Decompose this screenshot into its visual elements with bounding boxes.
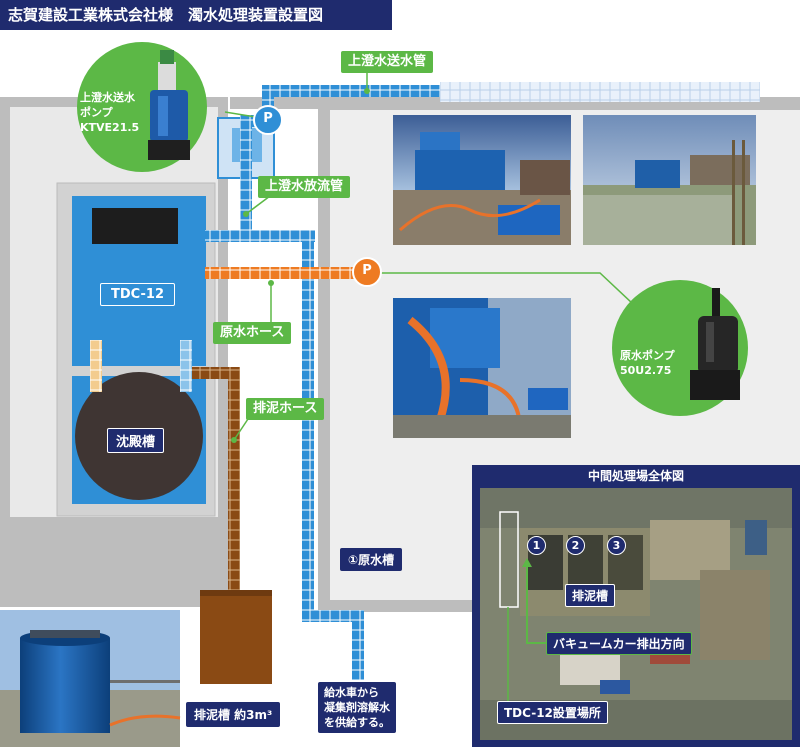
supply-pump-p-text: P [263, 111, 273, 126]
raw-water-hose [205, 267, 363, 279]
sludge-tank-label: 排泥槽 約3m³ [186, 702, 281, 727]
supply-pump-label-line1: 上澄水送水 [80, 91, 135, 104]
inset-tdc-location-label: TDC-12設置場所 [497, 701, 608, 724]
water-supply-note-line3: を供給する。 [324, 716, 390, 729]
inset-title: 中間処理場全体図 [587, 469, 684, 483]
supply-pipe-pale-section [440, 82, 760, 102]
supply-pump-label-line2: ポンプ [80, 106, 113, 119]
supply-pump-label: 上澄水送水 ポンプ KTVE21.5 [80, 90, 139, 135]
photo-sludge-tank [0, 610, 181, 747]
inset-vacuum-direction-label: バキュームカー排出方向 [546, 632, 692, 655]
raw-water-tank-label: ①原水槽 [340, 548, 403, 571]
raw-pump-p-text: P [362, 263, 372, 278]
supply-pump-icon [148, 50, 190, 160]
tdc-12-label: TDC-12 [100, 283, 175, 306]
raw-pump-icon [690, 288, 740, 400]
raw-pump-label-line2: 50U2.75 [620, 364, 672, 377]
inset-number-2: 2 [566, 536, 585, 555]
inset-number-3: 3 [607, 536, 626, 555]
sludge-hose [192, 367, 236, 379]
page-title: 志賀建設工業株式会社様 濁水処理装置設置図 [0, 0, 392, 30]
raw-hose-label: 原水ホース [213, 322, 292, 344]
photo-treatment-unit [393, 115, 571, 245]
photo-pond [583, 115, 756, 245]
supply-pump-label-line3: KTVE21.5 [80, 121, 140, 134]
photo-unit-closeup [393, 298, 571, 438]
inset-aerial-photo [480, 488, 792, 740]
water-supply-note-line2: 凝集剤溶解水 [324, 701, 390, 714]
sludge-hose-label: 排泥ホース [246, 398, 325, 420]
supply-pipe-label: 上澄水送水管 [341, 51, 434, 73]
inset-sludge-tank-label: 排泥槽 [565, 584, 616, 607]
raw-pump-label: 原水ポンプ 50U2.75 [620, 348, 675, 378]
discharge-pipe-label: 上澄水放流管 [258, 176, 351, 198]
water-supply-note: 給水車から 凝集剤溶解水 を供給する。 [318, 682, 396, 733]
water-supply-note-line1: 給水車から [324, 686, 379, 699]
sludge-tank [200, 590, 272, 684]
settling-tank-label: 沈殿槽 [107, 428, 165, 453]
tdc-location-marker [499, 511, 519, 608]
inset-number-1: 1 [527, 536, 546, 555]
supply-pump-marker [253, 105, 283, 135]
tdc-control-panel [92, 208, 178, 244]
raw-pump-label-line1: 原水ポンプ [620, 349, 675, 362]
raw-pump-marker [352, 257, 382, 287]
